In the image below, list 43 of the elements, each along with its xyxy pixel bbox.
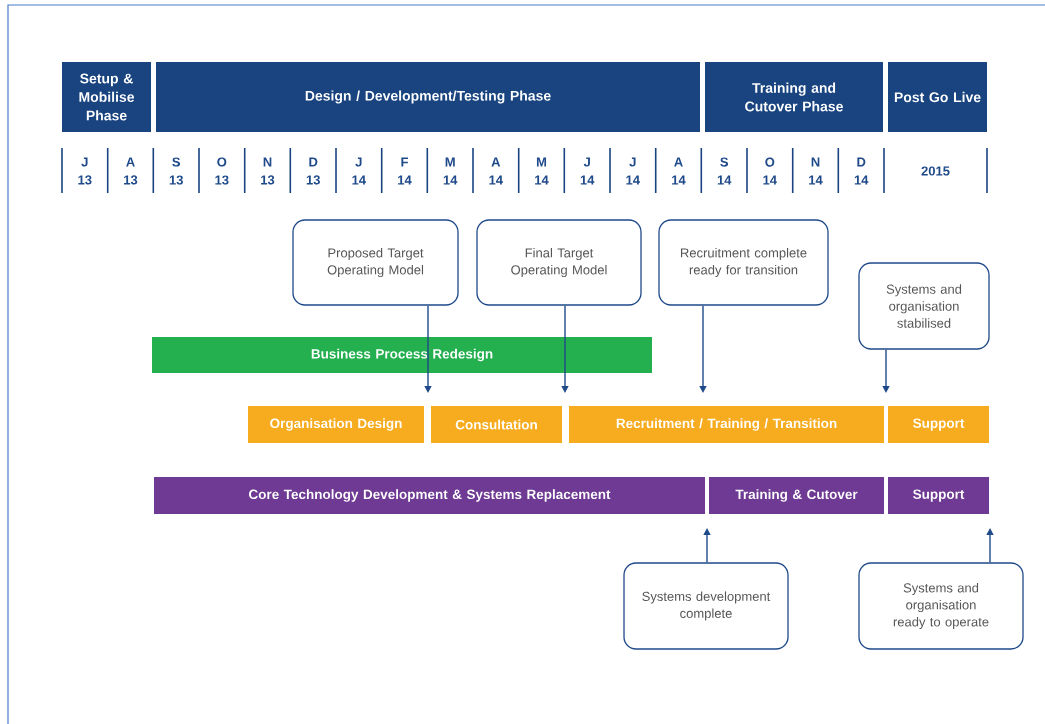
month-label: M 14 <box>535 157 549 185</box>
arrow <box>561 304 569 393</box>
month-label: N 14 <box>809 157 823 185</box>
month-label: 2015 <box>921 166 950 176</box>
milestone-box: Systems development complete <box>623 562 789 650</box>
month-label: A 13 <box>124 157 138 185</box>
arrow <box>424 304 432 393</box>
workstream-bar: Organisation Design <box>248 406 424 443</box>
workstream-bar: Support <box>888 477 989 514</box>
workstream-bar: Support <box>888 406 989 443</box>
milestone-box: Proposed Target Operating Model <box>292 219 459 306</box>
workstream-bar: Training & Cutover <box>709 477 884 514</box>
month-label: A 14 <box>489 157 503 185</box>
milestone-box: Recruitment complete ready for transition <box>658 219 829 306</box>
workstream-bar: Core Technology Development & Systems Replacement <box>154 477 705 514</box>
month-label: N 13 <box>261 157 275 185</box>
arrow <box>882 348 890 393</box>
month-label: J 13 <box>78 157 92 185</box>
month-label: O 13 <box>215 157 229 185</box>
phase-header: Post Go Live <box>888 62 987 132</box>
workstream-bar: Business Process Redesign <box>152 337 652 373</box>
arrow <box>986 528 994 564</box>
phase-header: Setup & Mobilise Phase <box>62 62 151 132</box>
month-label: S 13 <box>169 157 183 185</box>
phase-header: Training and Cutover Phase <box>705 62 883 132</box>
milestone-box: Final Target Operating Model <box>476 219 642 306</box>
month-label: S 14 <box>717 157 732 185</box>
month-label: J 14 <box>626 157 640 185</box>
milestone-box: Systems and organisation ready to operate <box>858 562 1024 650</box>
month-label: D 14 <box>854 157 869 185</box>
month-label: D 13 <box>306 157 320 185</box>
month-label: M 14 <box>443 157 458 185</box>
month-label: J 14 <box>580 157 595 185</box>
phase-header: Design / Development/Testing Phase <box>156 62 700 132</box>
month-label: A 14 <box>672 157 686 185</box>
month-label: J 14 <box>352 157 366 185</box>
workstream-bar: Consultation <box>431 406 562 443</box>
milestone-box: Systems and organisation stabilised <box>858 262 990 350</box>
arrow <box>699 304 707 393</box>
month-label: F 14 <box>398 157 412 185</box>
workstream-bar: Recruitment / Training / Transition <box>569 406 884 443</box>
arrow <box>703 528 711 564</box>
month-label: O 14 <box>763 157 777 185</box>
